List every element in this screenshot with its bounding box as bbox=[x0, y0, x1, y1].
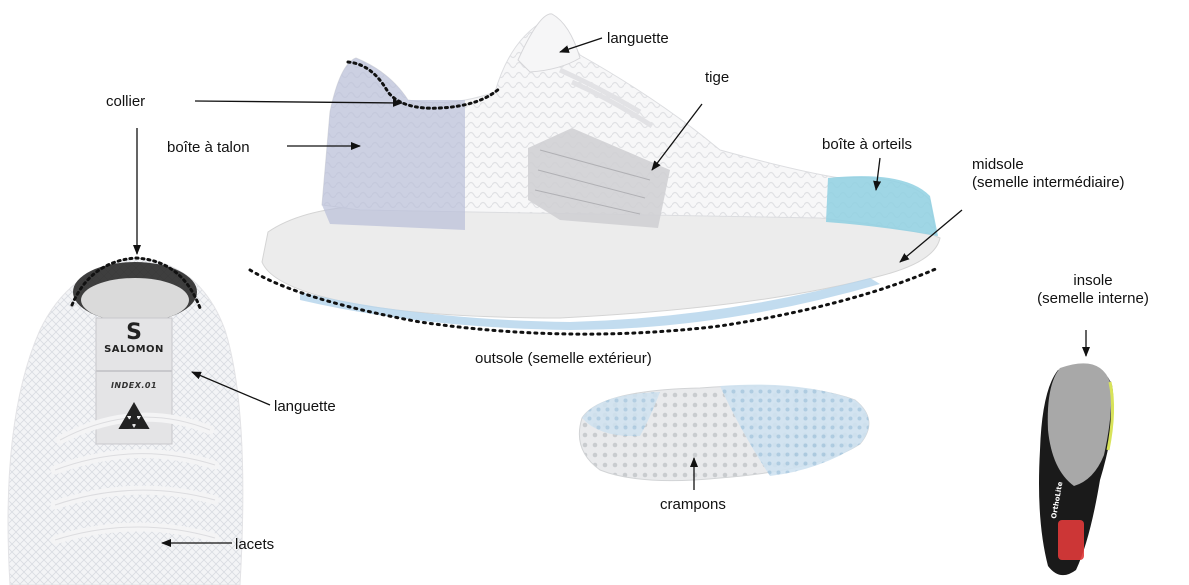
label-midsole-line1: midsole bbox=[972, 156, 1024, 173]
label-insole-line1: insole bbox=[1073, 272, 1112, 289]
label-insole-line2: (semelle interne) bbox=[1037, 290, 1149, 307]
label-languette-front: languette bbox=[274, 398, 336, 416]
label-lacets: lacets bbox=[235, 536, 274, 554]
label-midsole: midsole (semelle intermédiaire) bbox=[972, 156, 1125, 192]
label-tige: tige bbox=[705, 69, 729, 87]
label-boite-orteils: boîte à orteils bbox=[822, 136, 912, 154]
tongue-shape bbox=[518, 14, 580, 72]
label-insole: insole (semelle interne) bbox=[1018, 272, 1168, 308]
outsole-bottom-view bbox=[579, 385, 869, 481]
label-crampons: crampons bbox=[660, 496, 726, 514]
insole bbox=[1039, 363, 1114, 575]
label-boite-talon: boîte à talon bbox=[167, 139, 250, 157]
label-collier: collier bbox=[106, 93, 145, 111]
label-languette-top: languette bbox=[607, 30, 669, 48]
brand-logo: S SALOMON bbox=[100, 322, 168, 368]
front-view-shoe bbox=[8, 258, 243, 585]
brand-symbol: S bbox=[100, 322, 168, 344]
label-outsole: outsole (semelle extérieur) bbox=[475, 350, 652, 368]
model-name: INDEX.01 bbox=[103, 381, 165, 390]
side-view-shoe bbox=[262, 14, 940, 330]
brand-name: SALOMON bbox=[100, 344, 168, 355]
label-midsole-line2: (semelle intermédiaire) bbox=[972, 174, 1125, 191]
heel-box-overlay bbox=[322, 58, 465, 230]
